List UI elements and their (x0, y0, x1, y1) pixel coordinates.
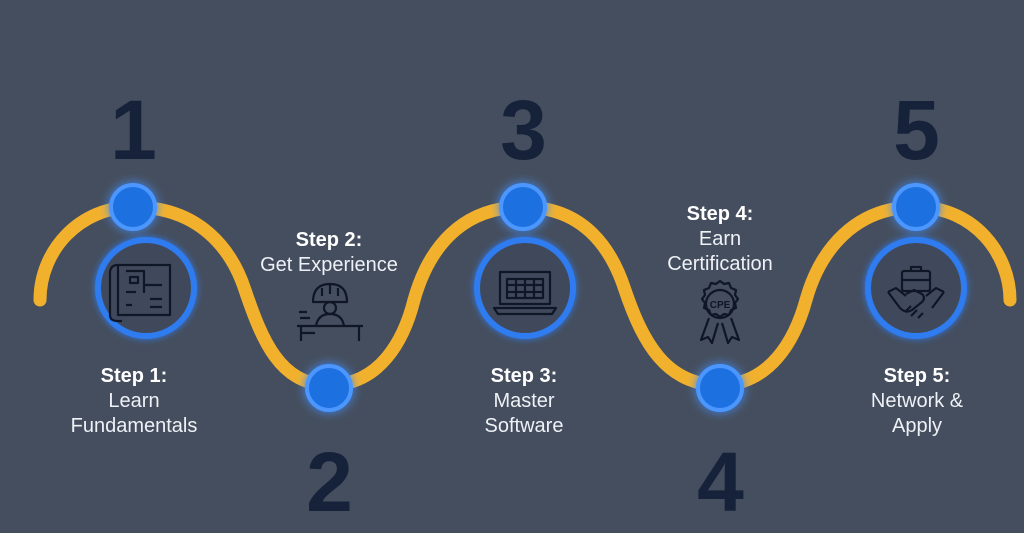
step-line-4a: Earn (698, 228, 742, 250)
step-line-5b: Apply (891, 415, 943, 437)
cpe-badge-icon (699, 279, 741, 345)
blueprint-icon (108, 263, 172, 323)
step-heading-3: Step 3: (490, 365, 558, 387)
step-line-3b: Software (484, 415, 564, 437)
handshake-briefcase-icon (887, 265, 945, 319)
node-2 (305, 364, 353, 412)
step-caption-4: Step 4: Earn Certification (620, 202, 820, 277)
step-number-5: 5 (893, 83, 940, 177)
step-number-3: 3 (500, 83, 547, 177)
laptop-spreadsheet-icon (492, 270, 558, 316)
step-number-2: 2 (306, 435, 353, 529)
step-line-1a: Learn (108, 390, 160, 412)
step-line-4b: Certification (667, 253, 773, 275)
step-caption-2: Step 2: Get Experience (229, 228, 429, 278)
step-line-5a: Network & (870, 390, 964, 412)
step-caption-3: Step 3: Master Software (424, 364, 624, 439)
step-caption-1: Step 1: Learn Fundamentals (34, 364, 234, 439)
node-1 (109, 183, 157, 231)
step-heading-5: Step 5: (883, 365, 951, 387)
step-heading-4: Step 4: (686, 203, 754, 225)
engineer-at-desk-icon (297, 282, 363, 341)
cpe-badge-label: CPE (710, 300, 731, 311)
step-heading-2: Step 2: (295, 229, 363, 251)
node-4 (696, 364, 744, 412)
step-heading-1: Step 1: (100, 365, 168, 387)
step-caption-5: Step 5: Network & Apply (817, 364, 1017, 439)
icon-circle-5 (865, 237, 967, 339)
icon-circle-1 (95, 237, 197, 339)
step-line-2a: Get Experience (260, 254, 398, 276)
step-line-1b: Fundamentals (70, 415, 198, 437)
step-number-4: 4 (697, 435, 744, 529)
step-number-1: 1 (110, 83, 157, 177)
step-line-3a: Master (493, 390, 555, 412)
node-5 (892, 183, 940, 231)
node-3 (499, 183, 547, 231)
